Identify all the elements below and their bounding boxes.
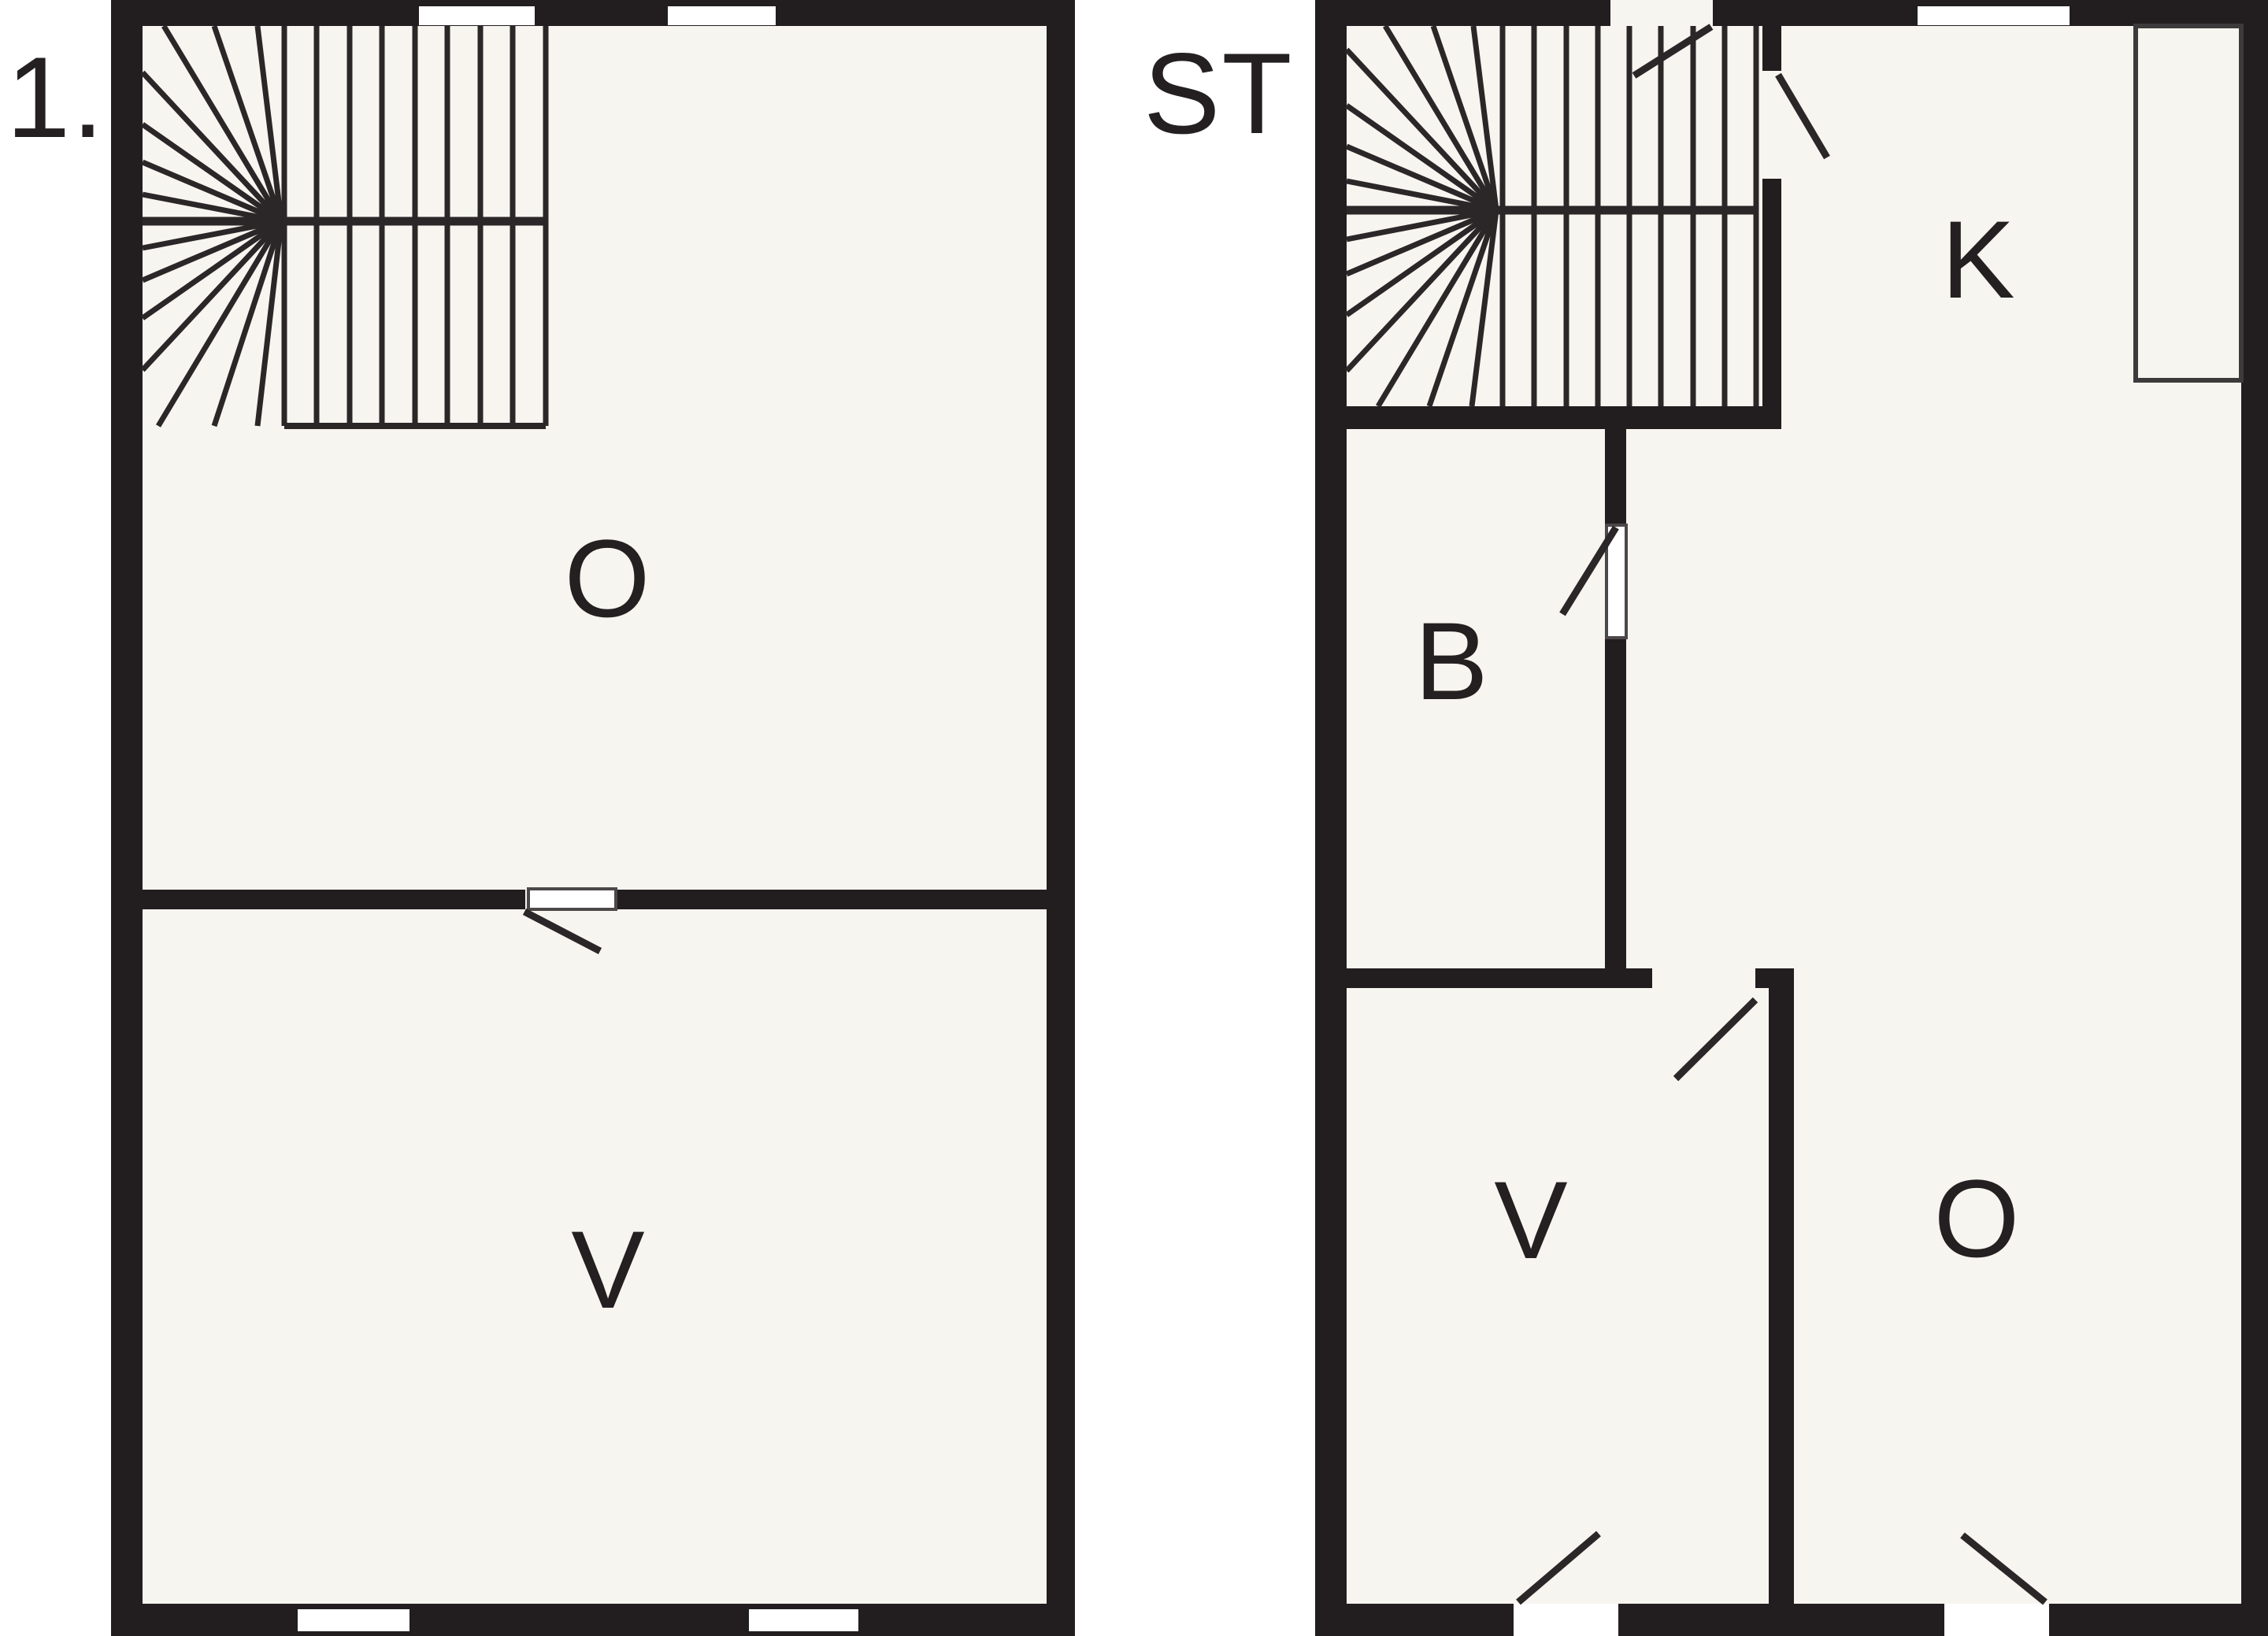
stair-winder-line: [254, 220, 284, 427]
window: [1918, 6, 2070, 25]
wall: [111, 1604, 1075, 1636]
wall: [1315, 0, 1347, 1636]
stair-winder-line: [141, 159, 283, 224]
floor-area: [111, 0, 1075, 1636]
door-leaf: [1516, 1531, 1601, 1605]
stair-winder-line: [1344, 208, 1499, 317]
stair-winder-line: [211, 24, 284, 223]
stair-winder-line: [211, 220, 284, 428]
wall: [2241, 0, 2268, 1636]
stair-winder-line: [142, 218, 282, 251]
wall: [1347, 406, 1781, 429]
wall: [111, 0, 143, 1636]
room-label-v-upper: V: [571, 1208, 645, 1331]
stair-winder-line: [140, 122, 284, 224]
wall: [1315, 0, 1610, 26]
door-leaf: [1559, 525, 1619, 616]
door-leaf: [1775, 72, 1830, 160]
stair-winder-line: [1430, 24, 1499, 212]
stair-winder-line: [140, 219, 284, 372]
stair-winder-line: [1376, 209, 1499, 408]
stair-winder-line: [1344, 47, 1499, 213]
window: [749, 1609, 858, 1631]
wall: [111, 0, 1075, 26]
stair-winder-line: [141, 218, 283, 283]
stair-winder-line: [140, 70, 284, 224]
stair-winder-line: [1345, 207, 1498, 277]
stair-winder-line: [1344, 208, 1499, 373]
stair-winder-line: [155, 220, 284, 428]
stair-winder-line: [1345, 143, 1498, 213]
door-leaf: [1673, 997, 1758, 1082]
door-leaf: [1960, 1532, 2048, 1605]
stair-winder-line: [142, 191, 282, 224]
stair-winder-line: [1469, 209, 1499, 407]
room-label-kitchen: K: [1941, 198, 2015, 321]
room-label-o-upper: O: [564, 516, 650, 640]
wall: [1769, 968, 1794, 1604]
room-label-bath: B: [1414, 599, 1488, 723]
wall: [1605, 429, 1626, 525]
stair-winder-line: [254, 25, 284, 222]
window: [298, 1609, 410, 1631]
wall: [1762, 26, 1781, 71]
window: [668, 6, 776, 25]
stair-winder-line: [1344, 103, 1499, 213]
wall: [617, 890, 1047, 909]
stair-winder-line: [140, 219, 284, 320]
wall: [1762, 179, 1781, 429]
door-panel: [1605, 524, 1628, 639]
stair-winder-line: [1346, 207, 1497, 242]
wall: [1605, 638, 1626, 968]
wall: [1047, 0, 1075, 1636]
stair-winder-line: [1470, 25, 1499, 211]
door-opening: [1944, 1604, 2049, 1636]
window: [419, 6, 535, 25]
room-label-o-ground: O: [1933, 1157, 2020, 1280]
room-label-v-ground: V: [1494, 1158, 1568, 1282]
wall: [1315, 1604, 2241, 1636]
stair-winder-line: [161, 24, 284, 223]
stair-winder-line: [1383, 24, 1499, 212]
floor-label-ground-floor: ST: [1143, 29, 1294, 157]
door-opening: [1514, 1604, 1618, 1636]
floor-label-first-floor: 1.: [6, 33, 106, 161]
door-panel: [527, 887, 617, 911]
kitchen-counter: [2133, 24, 2244, 383]
wall: [1347, 968, 1652, 988]
stair-winder-line: [1346, 178, 1497, 213]
door-leaf: [1632, 24, 1714, 79]
door-leaf: [522, 909, 602, 954]
wall: [143, 890, 525, 909]
stair-winder-line: [1426, 209, 1499, 408]
